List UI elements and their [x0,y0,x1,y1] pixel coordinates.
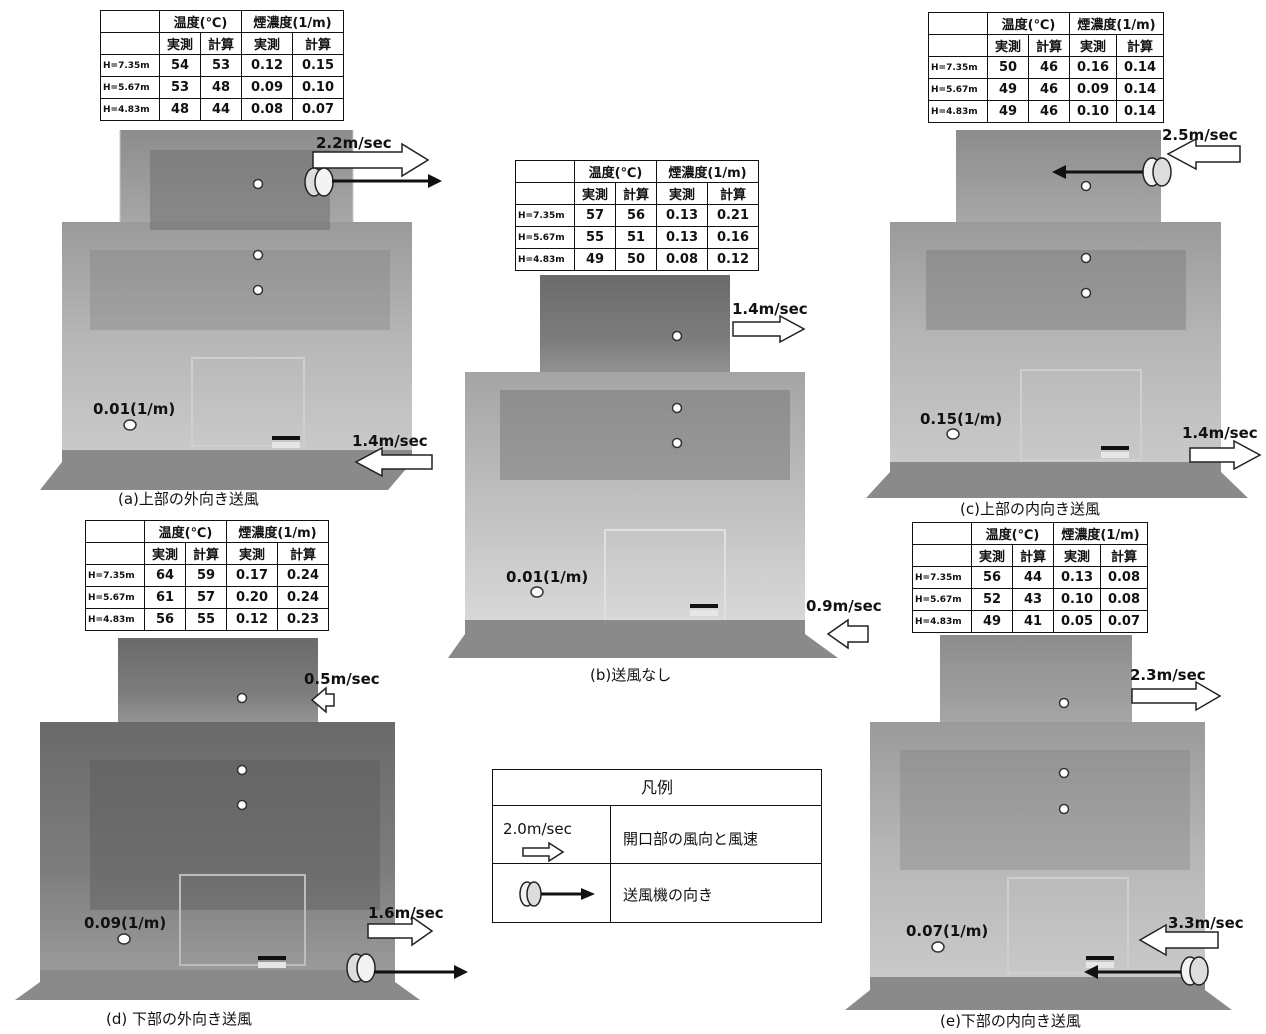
upper-wind-speed-a: 2.2m/sec [316,134,392,152]
floor-smoke-e: 0.07(1/m) [906,922,989,940]
room-diagram-a [40,130,442,490]
lower-wind-speed-a: 1.4m/sec [352,432,428,450]
upper-wind-speed-c: 2.5m/sec [1162,126,1238,144]
caption-b: (b)送風なし [590,666,672,684]
lower-wind-speed-b: 0.9m/sec [806,597,882,615]
caption-e: (e)下部の内向き送風 [940,1012,1081,1030]
floor-smoke-a: 0.01(1/m) [93,400,176,418]
legend-sample-speed: 2.0m/sec [503,820,572,838]
floor-smoke-c: 0.15(1/m) [920,410,1003,428]
upper-wind-speed-b: 1.4m/sec [732,300,808,318]
room-diagram-e [845,635,1232,1010]
legend-opening-label: 開口部の風向と風速 [623,830,759,848]
floor-smoke-b: 0.01(1/m) [506,568,589,586]
legend-box: 凡例 2.0m/sec 開口部の風向と風速 送風機の向き [492,769,822,923]
legend-row-fan [493,863,821,864]
white-arrow-icon [522,842,565,862]
caption-d: (d) 下部の外向き送風 [106,1010,252,1028]
caption-c: (c)上部の内向き送風 [960,500,1100,518]
upper-wind-speed-e: 2.3m/sec [1130,666,1206,684]
lower-wind-speed-d: 1.6m/sec [368,904,444,922]
room-diagram-d [15,638,468,1000]
legend-title: 凡例 [640,778,673,797]
caption-a: (a)上部の外向き送風 [118,490,259,508]
lower-wind-speed-e: 3.3m/sec [1168,914,1244,932]
fan-arrow-icon [519,881,595,907]
legend-row-opening [493,805,821,864]
lower-wind-speed-c: 1.4m/sec [1182,424,1258,442]
upper-wind-speed-d: 0.5m/sec [304,670,380,688]
room-diagram-b [448,275,869,658]
legend-fan-label: 送風機の向き [623,886,714,904]
room-diagram-c [866,130,1262,498]
floor-smoke-d: 0.09(1/m) [84,914,167,932]
